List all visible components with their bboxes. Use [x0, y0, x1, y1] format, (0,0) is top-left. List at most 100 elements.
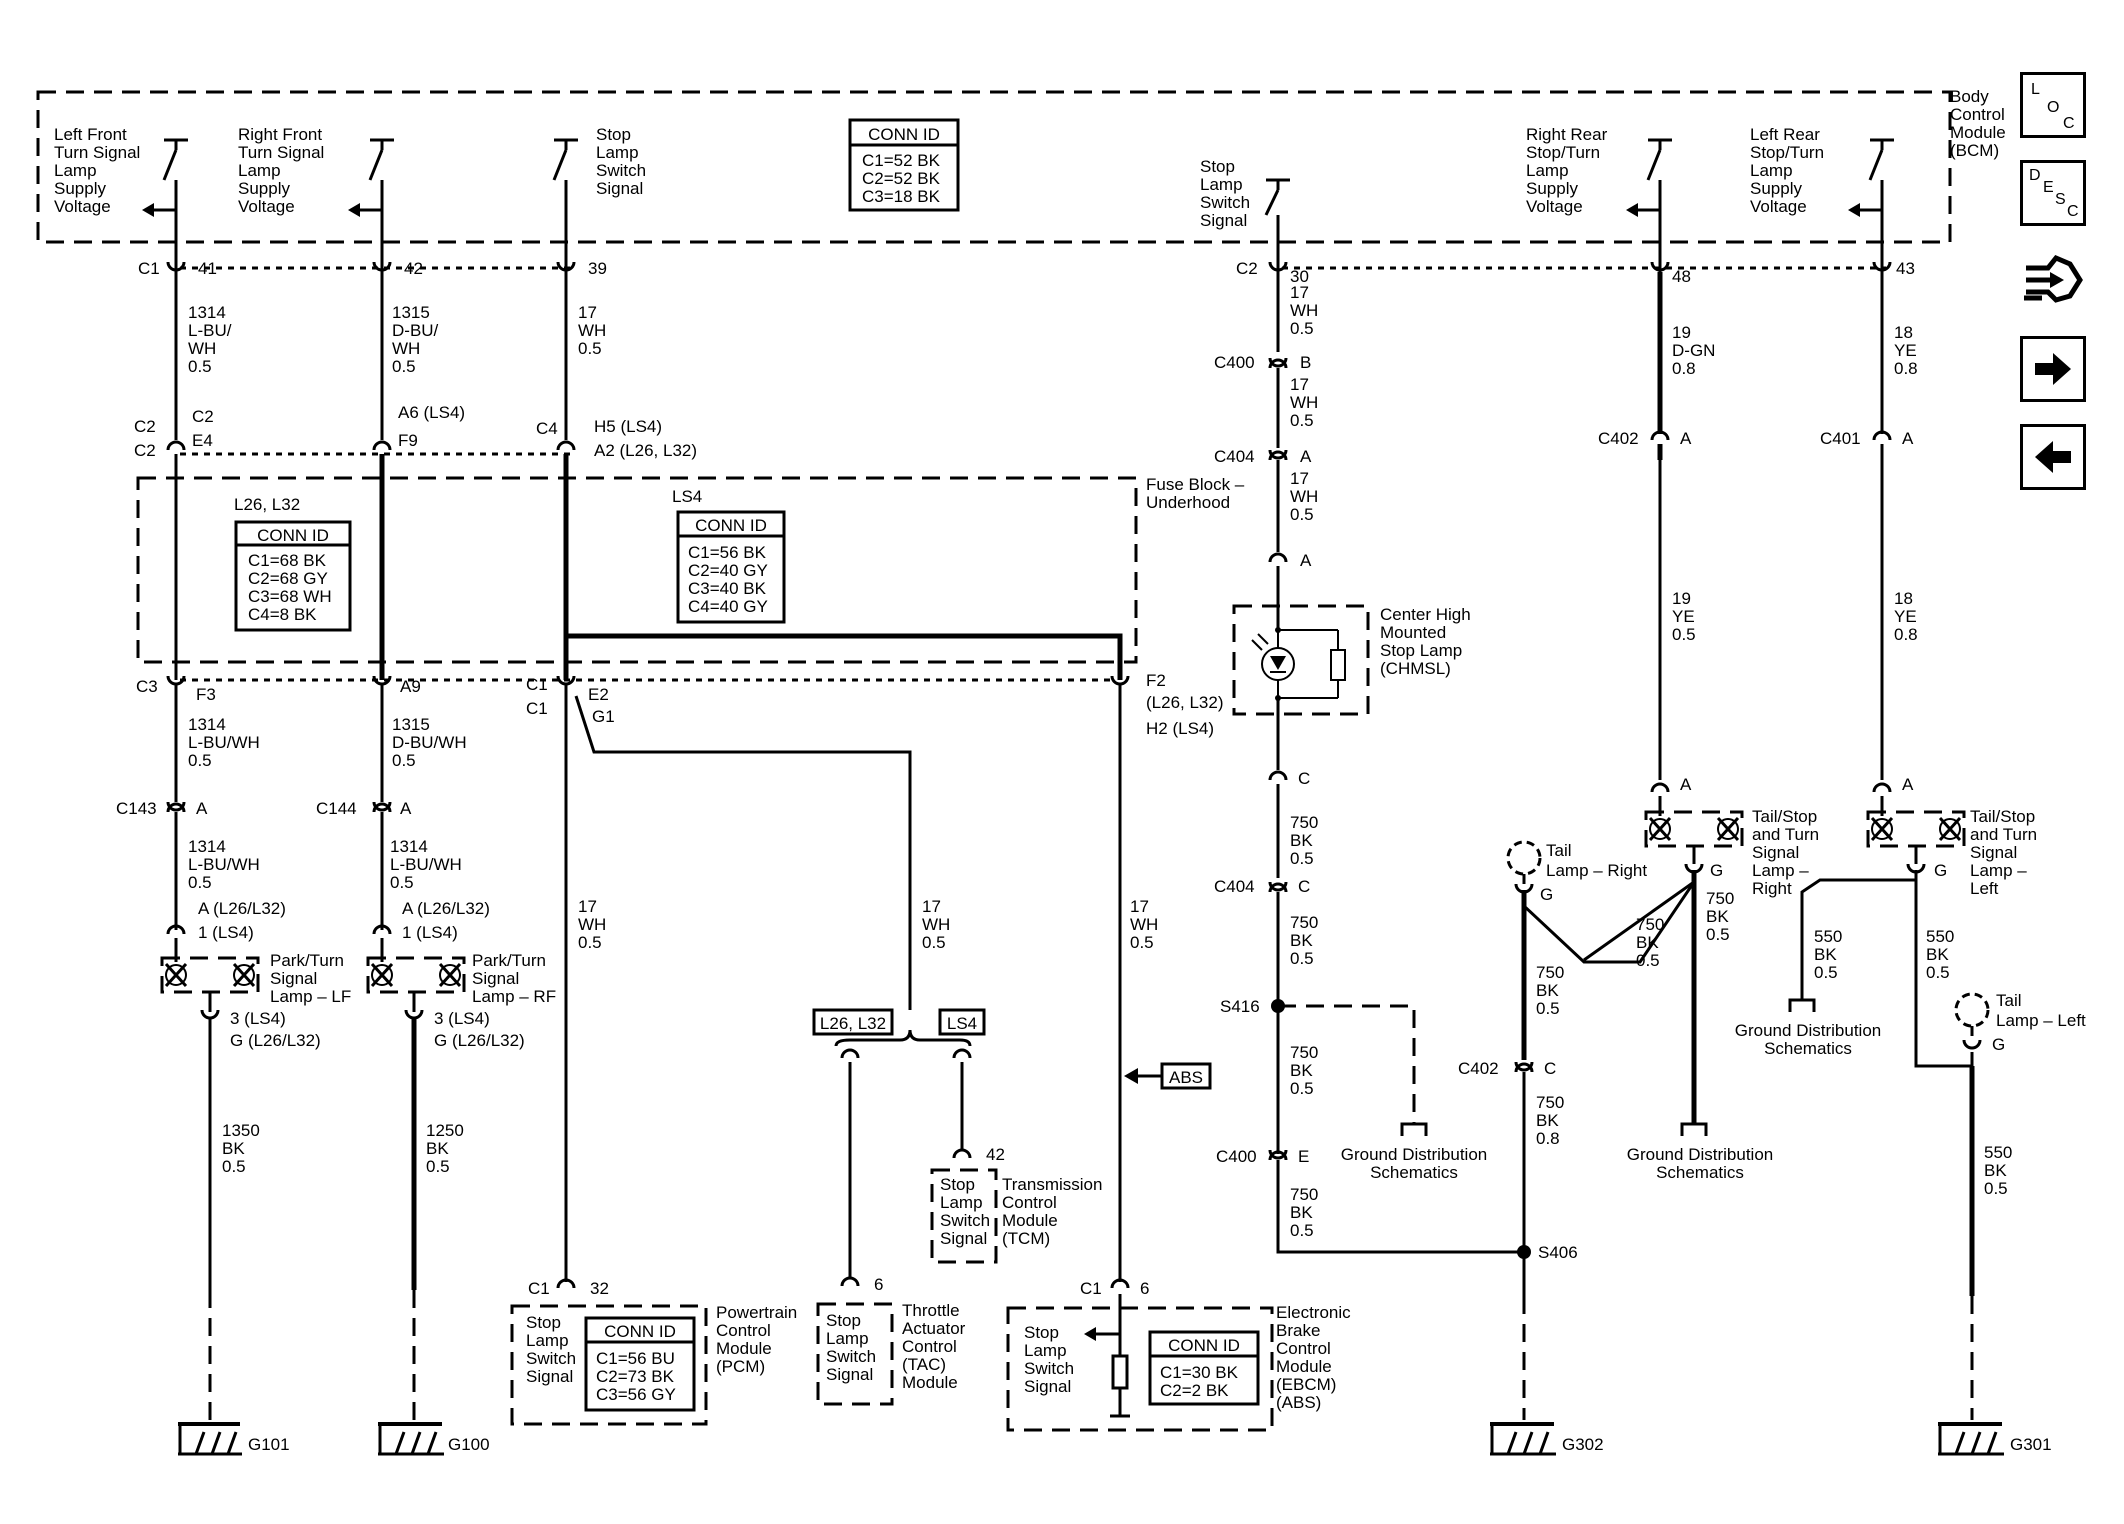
lamp-label: Lamp – Right	[1546, 861, 1647, 880]
bcm-text: Lamp	[1750, 161, 1793, 180]
conn-label: H2 (LS4)	[1146, 719, 1214, 738]
bcm-label-line: Module	[1950, 123, 2006, 142]
bcm-label-line: Body	[1950, 87, 1989, 106]
connector-lf-lamp-top: A (L26/L32) 1 (LS4)	[166, 899, 286, 942]
tail-lamp-right: G Tail Lamp – Right	[1506, 840, 1647, 904]
conn-label: F9	[398, 431, 418, 450]
wire-text: 550	[1984, 1143, 2012, 1162]
conn-label: G (L26/L32)	[230, 1031, 321, 1050]
bcm-label-line: (BCM)	[1950, 141, 1999, 160]
ground-g301: G301	[1938, 1422, 2052, 1456]
wire-1314-label-b: 1314 L-BU/WH 0.5	[188, 715, 260, 770]
wire-1315-label-b: 1315 D-BU/WH 0.5	[392, 715, 467, 770]
wire-text: 1314	[390, 837, 428, 856]
wire-text: 18	[1894, 323, 1913, 342]
wire-text: 0.5	[1290, 411, 1314, 430]
bcm-text: Supply	[54, 179, 106, 198]
module-label: (TCM)	[1002, 1229, 1050, 1248]
bcm-box	[36, 90, 1952, 244]
module-pin-label: Signal	[940, 1229, 987, 1248]
conn-id-row: C4=8 BK	[248, 605, 317, 624]
conn-label: C1	[1080, 1279, 1102, 1298]
conn-id-row: C3=56 GY	[596, 1385, 676, 1404]
option-box-label: LS4	[947, 1014, 977, 1033]
wire-text: 0.5	[222, 1157, 246, 1176]
bcm-rf-turn-circuit: Right Front Turn Signal Lamp Supply Volt…	[238, 125, 394, 272]
conn-id-title: CONN ID	[257, 526, 329, 545]
lamp-label: and Turn	[1970, 825, 2037, 844]
fuse-block-bottom-connectors: C3 F3 A9 C1 C1 E2 G1 F2 (L26, L32) H2 (L…	[136, 671, 1224, 738]
wire-text: 0.5	[922, 933, 946, 952]
wire-text: 18	[1894, 589, 1913, 608]
bcm-text: Supply	[1750, 179, 1802, 198]
bcm-text: Voltage	[1750, 197, 1807, 216]
wire-750-label-a: 750 BK 0.5	[1290, 813, 1318, 868]
wire-text: BK	[1706, 907, 1729, 926]
bcm-text: Lamp	[1200, 175, 1243, 194]
wire-text: 17	[578, 303, 597, 322]
wire-1314-label-a: 1314 L-BU/ WH 0.5	[188, 303, 232, 376]
wire-text: WH	[1290, 487, 1318, 506]
module-label: Actuator	[902, 1319, 966, 1338]
module-label: Module	[1002, 1211, 1058, 1230]
previous-page-button[interactable]	[2020, 424, 2086, 490]
location-button[interactable]: L O C	[2020, 72, 2086, 138]
conn-id-title: CONN ID	[1168, 1336, 1240, 1355]
option-label: LS4	[672, 487, 702, 506]
pin-label: 42	[404, 259, 423, 278]
bcm-text: Turn Signal	[54, 143, 140, 162]
next-page-button[interactable]	[2020, 336, 2086, 402]
connector-view-button[interactable]	[2020, 248, 2086, 314]
module-pin-label: Stop	[526, 1313, 561, 1332]
wire-750-label-b: 750 BK 0.5	[1290, 913, 1318, 968]
fuse-block-conn-id-1: L26, L32 CONN ID C1=68 BK C2=68 GY C3=68…	[234, 495, 352, 632]
conn-label: C	[1544, 1059, 1556, 1078]
wire-text: 750	[1290, 913, 1318, 932]
lamp-label: Signal	[472, 969, 519, 988]
wire-750-label-d: 750 BK 0.5	[1290, 1185, 1318, 1240]
bcm-text: Left Front	[54, 125, 127, 144]
wire-1250-label: 1250 BK 0.5	[426, 1121, 464, 1176]
wire-text: L-BU/WH	[188, 855, 260, 874]
conn-label: 32	[590, 1279, 609, 1298]
conn-label: A	[1300, 551, 1312, 570]
lamp-label: Park/Turn	[472, 951, 546, 970]
wire-text: WH	[188, 339, 216, 358]
lamp-label: Signal	[1970, 843, 2017, 862]
conn-label: A (L26/L32)	[198, 899, 286, 918]
wire-19-dgn-label: 19 D-GN 0.8	[1672, 323, 1715, 378]
plug-icon	[2024, 254, 2083, 303]
option-box-label: ABS	[1169, 1068, 1203, 1087]
wire-text: 0.8	[1894, 359, 1918, 378]
bcm-text: Voltage	[54, 197, 111, 216]
conn-label: A6 (LS4)	[398, 403, 465, 422]
conn-label: G	[1710, 861, 1723, 880]
ground-dist-label: Schematics	[1370, 1163, 1458, 1182]
tac-module: 6 Stop Lamp Switch Signal Throttle Actua…	[816, 1275, 966, 1406]
wire-chmsl-s406	[1276, 1160, 1518, 1254]
module-label: Control	[902, 1337, 957, 1356]
conn-label: C2	[134, 441, 156, 460]
desc-letter: D	[2029, 167, 2041, 184]
module-label: (ABS)	[1276, 1393, 1321, 1412]
wire-text: BK	[1290, 1061, 1313, 1080]
module-label: Module	[1276, 1357, 1332, 1376]
conn-id-row: C3=68 WH	[248, 587, 332, 606]
conn-label: 42	[986, 1145, 1005, 1164]
module-pin-label: Switch	[526, 1349, 576, 1368]
module-label: Throttle	[902, 1301, 960, 1320]
bcm-text: Lamp	[596, 143, 639, 162]
description-button[interactable]: D E S C	[2020, 160, 2086, 226]
chmsl-lamp: Center High Mounted Stop Lamp (CHMSL)	[1232, 566, 1471, 716]
connector-ebcm-c1: C1 6	[1080, 1278, 1149, 1298]
conn-label: C402	[1458, 1059, 1499, 1078]
option-label: L26, L32	[234, 495, 300, 514]
desc-letter: E	[2043, 179, 2054, 196]
lamp-label: Lamp – Left	[1996, 1011, 2086, 1030]
conn-label: 6	[874, 1275, 883, 1294]
connector-chmsl-c: C	[1268, 769, 1310, 788]
wire-text: 1315	[392, 303, 430, 322]
module-label: Powertrain	[716, 1303, 797, 1322]
module-label: Control	[1002, 1193, 1057, 1212]
wire-text: BK	[1926, 945, 1949, 964]
